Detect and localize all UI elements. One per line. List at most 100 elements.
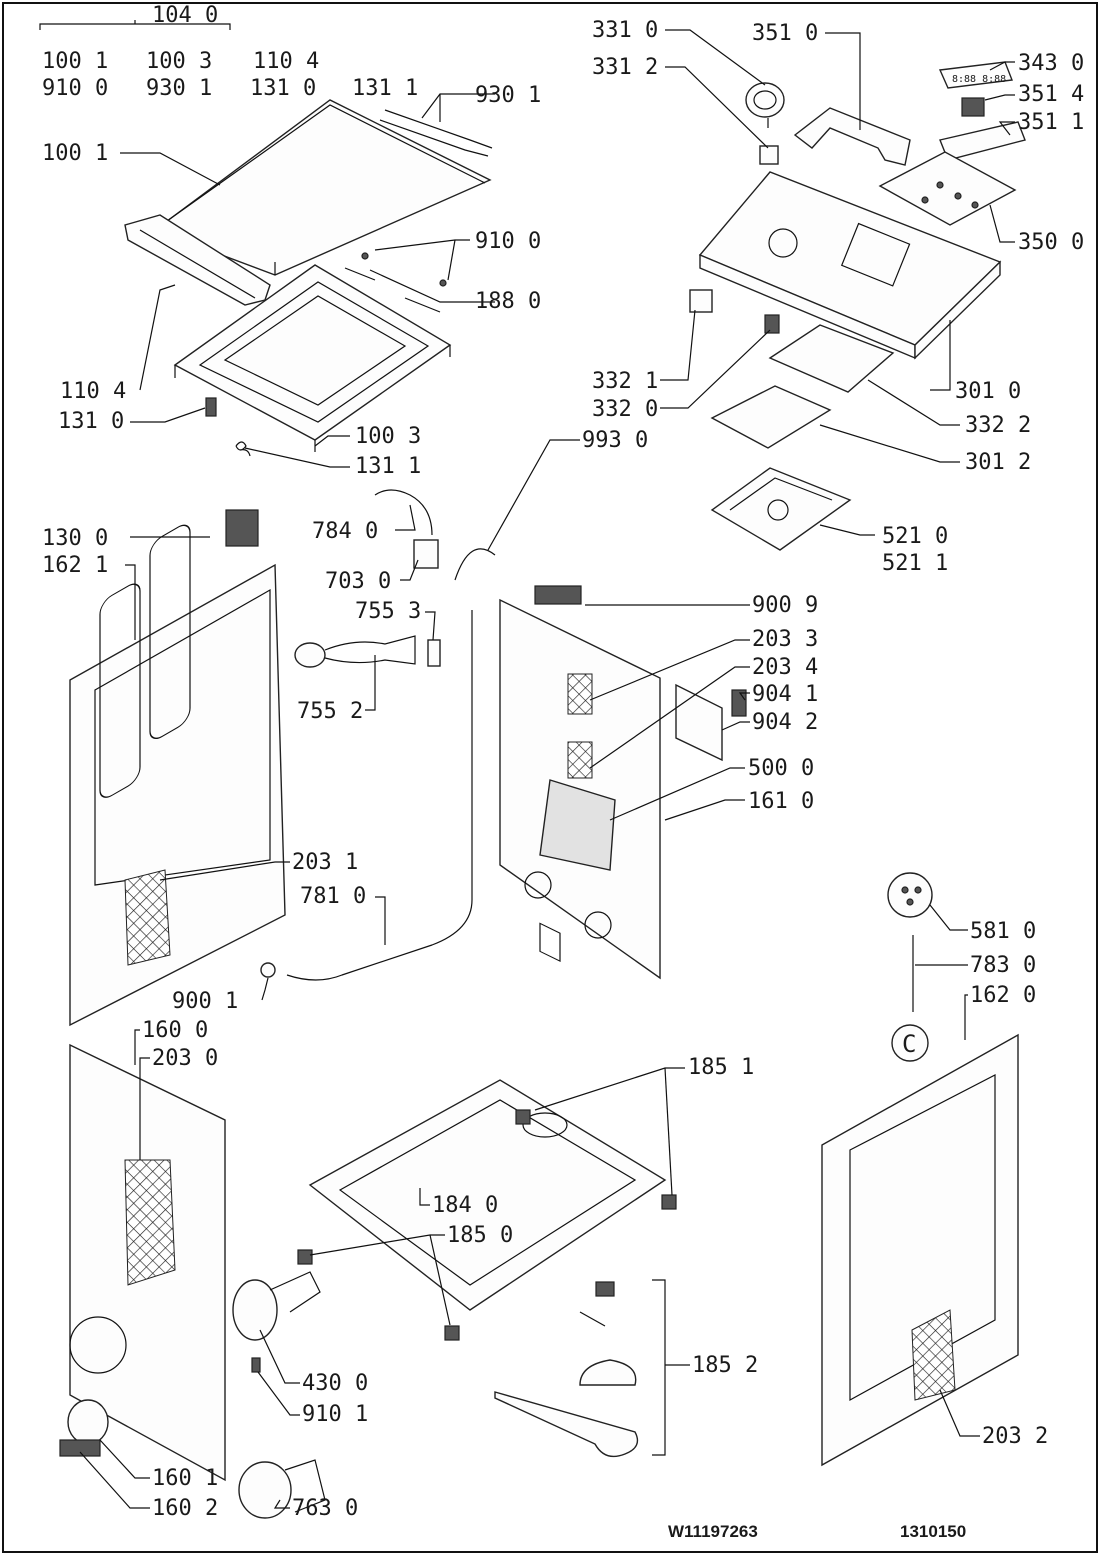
clip-symbol: C — [902, 1030, 916, 1058]
part-door-cap-hinge — [59, 1439, 101, 1457]
part-side-panel-left — [69, 524, 286, 1027]
callout-332-2: 332 2 — [965, 413, 1031, 438]
callout-783-0: 783 0 — [970, 953, 1036, 978]
callout-581-0: 581 0 — [970, 919, 1036, 944]
callout-203-4: 203 4 — [752, 655, 818, 680]
callout-332-1: 332 1 — [592, 369, 658, 394]
callout-162-1: 162 1 — [42, 553, 108, 578]
part-pins — [344, 252, 447, 313]
callout-703-0: 703 0 — [325, 569, 391, 594]
part-knob-bushing — [759, 145, 779, 165]
part-elbow — [454, 548, 496, 581]
part-castor-lever — [494, 1391, 639, 1458]
callout-185-1: 185 1 — [688, 1055, 754, 1080]
part-console-bracket — [793, 107, 911, 166]
part-control-unit — [539, 779, 616, 871]
part-top-bracket — [534, 585, 582, 605]
callout-784-0: 784 0 — [312, 519, 378, 544]
part-foot-4 — [444, 1325, 460, 1341]
part-castor-clip — [595, 1281, 615, 1297]
callout-184-0: 184 0 — [432, 1193, 498, 1218]
part-pulley — [887, 872, 933, 918]
callout-203-1: 203 1 — [292, 850, 358, 875]
part-clip-ring — [891, 1024, 929, 1062]
part-drain-pump — [232, 1271, 321, 1341]
callout-130-0: 130 0 — [42, 526, 108, 551]
callout-755-2: 755 2 — [297, 699, 363, 724]
part-connector — [961, 97, 985, 117]
footer-doc-code: W11197263 — [668, 1522, 758, 1541]
part-lid-hinge-rods — [379, 109, 493, 157]
callout-131-0: 131 0 — [250, 76, 316, 101]
part-clamp — [427, 639, 441, 667]
callout-110-4: 110 4 — [253, 49, 319, 74]
part-castor-holder — [579, 1359, 637, 1386]
callout-160-1: 160 1 — [152, 1466, 218, 1491]
callout-131-1: 131 1 — [352, 76, 418, 101]
part-valve — [413, 539, 439, 569]
callout-781-0: 781 0 — [300, 884, 366, 909]
callout-203-0: 203 0 — [152, 1046, 218, 1071]
callout-350-0: 350 0 — [1018, 230, 1084, 255]
part-dispenser-drawer — [710, 467, 852, 551]
part-pipe-clip — [260, 962, 276, 978]
callout-203-2: 203 2 — [982, 1424, 1048, 1449]
part-door-cap — [67, 1399, 109, 1445]
callout-755-3: 755 3 — [355, 599, 421, 624]
part-rear-clip — [731, 689, 747, 717]
part-button-clip-small — [764, 314, 780, 334]
callout-904-2: 904 2 — [752, 710, 818, 735]
svg-text:8:88 8:88: 8:88 8:88 — [952, 74, 1006, 85]
callout-500-0: 500 0 — [748, 756, 814, 781]
callout-188-0: 188 0 — [475, 289, 541, 314]
part-base-frame — [308, 1079, 667, 1311]
part-board-holder — [939, 121, 1026, 161]
callout-763-0: 763 0 — [292, 1496, 358, 1521]
part-mesh-203-2 — [911, 1309, 956, 1401]
part-screw-910-1 — [251, 1357, 261, 1373]
callout-203-3: 203 3 — [752, 627, 818, 652]
callout-162-0: 162 0 — [970, 983, 1036, 1008]
callout-351-4: 351 4 — [1018, 82, 1084, 107]
callout-343-0: 343 0 — [1018, 51, 1084, 76]
part-hinge-clip — [205, 397, 217, 417]
part-main-pcb — [878, 151, 1017, 226]
callout-160-0: 160 0 — [142, 1018, 208, 1043]
callout-301-0: 301 0 — [955, 379, 1021, 404]
callout-930-1-b: 930 1 — [475, 83, 541, 108]
part-foot-2 — [661, 1194, 677, 1210]
callout-185-2: 185 2 — [692, 1353, 758, 1378]
callout-430-0: 430 0 — [302, 1371, 368, 1396]
callout-910-1: 910 1 — [302, 1402, 368, 1427]
leader-lines — [39, 20, 1015, 1509]
part-knob — [745, 82, 785, 128]
part-foot-3 — [297, 1249, 313, 1265]
footer-doc-number: 1310150 — [900, 1522, 966, 1541]
part-console-support — [710, 385, 832, 449]
callout-100-1-b: 100 1 — [42, 141, 108, 166]
callout-900-9: 900 9 — [752, 593, 818, 618]
part-top-lid — [153, 99, 492, 276]
callout-331-0: 331 0 — [592, 18, 658, 43]
part-sump-hose — [294, 635, 416, 668]
part-drain-pipe — [286, 610, 473, 981]
callout-331-2: 331 2 — [592, 55, 658, 80]
callout-351-0: 351 0 — [752, 21, 818, 46]
part-rear-label-plate — [675, 683, 723, 762]
bracket-185-2 — [652, 1279, 666, 1456]
callout-351-1: 351 1 — [1018, 110, 1084, 135]
part-button-row — [768, 324, 895, 393]
callout-100-3: 100 3 — [146, 49, 212, 74]
callout-161-0: 161 0 — [748, 789, 814, 814]
part-foot-1 — [515, 1109, 531, 1125]
part-front-port — [69, 1316, 127, 1374]
part-side-bracket — [225, 509, 259, 547]
callout-301-2: 301 2 — [965, 450, 1031, 475]
part-mesh-203-3 — [567, 673, 593, 715]
callout-100-3-b: 100 3 — [355, 424, 421, 449]
callout-993-0: 993 0 — [582, 428, 648, 453]
callout-910-0-b: 910 0 — [475, 229, 541, 254]
part-mesh-203-0 — [124, 1159, 176, 1286]
